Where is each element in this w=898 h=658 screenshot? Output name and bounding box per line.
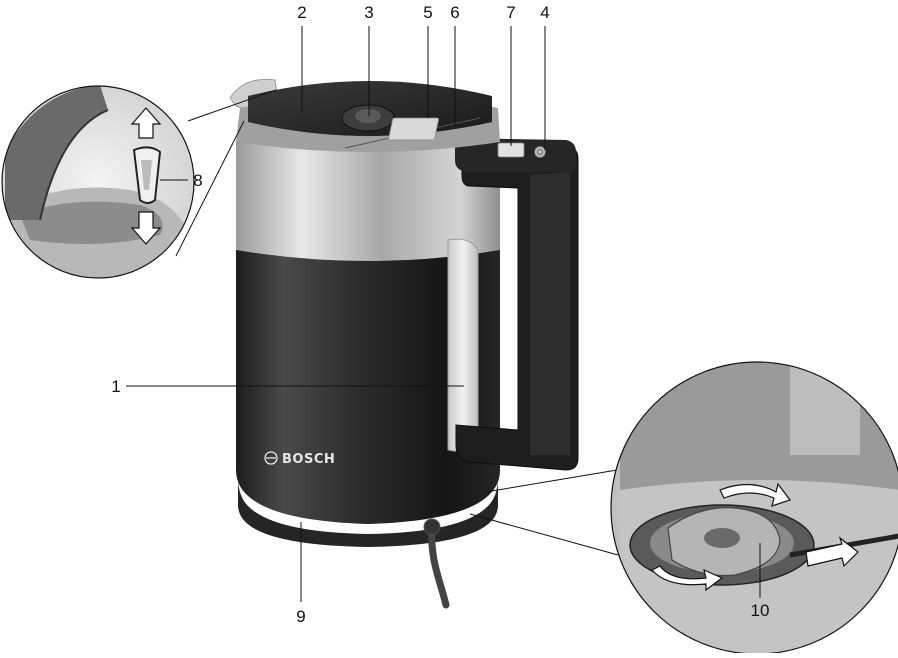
kettle-body bbox=[236, 232, 500, 524]
steel-band bbox=[236, 140, 500, 261]
power-icon bbox=[537, 149, 543, 155]
power-cord bbox=[428, 524, 450, 609]
filter-inner bbox=[141, 160, 152, 190]
arrow-up-icon bbox=[130, 107, 162, 139]
power-button[interactable] bbox=[534, 146, 546, 158]
callout-1: 1 bbox=[111, 377, 120, 396]
callout-leaders bbox=[126, 26, 761, 602]
filter-detail-inset bbox=[1, 85, 277, 279]
callout-9: 9 bbox=[296, 607, 305, 626]
slide-arrow-icon bbox=[805, 536, 859, 568]
inset-right-connector-bottom bbox=[469, 513, 619, 556]
callout-10: 10 bbox=[751, 601, 770, 620]
inset-lid-open bbox=[5, 86, 108, 220]
inset-left-connector-bottom bbox=[175, 120, 245, 257]
callout-2: 2 bbox=[297, 3, 306, 22]
inset-handle-part bbox=[790, 362, 860, 455]
callout-numbers: 2 3 5 6 7 4 1 8 9 10 bbox=[111, 3, 769, 626]
inset-left-connector-top bbox=[187, 89, 277, 122]
inset-lid-edge bbox=[39, 109, 109, 221]
brand-text: BOSCH bbox=[282, 452, 335, 467]
callout-4: 4 bbox=[540, 3, 549, 22]
brand-logo: BOSCH bbox=[264, 451, 335, 467]
callout-8: 8 bbox=[193, 171, 202, 190]
inset-right-connector-top bbox=[485, 469, 618, 493]
cord-grommet bbox=[423, 518, 441, 536]
callout-3: 3 bbox=[364, 3, 373, 22]
rotate-arrow-top-icon bbox=[719, 482, 791, 507]
water-window bbox=[447, 238, 479, 452]
handle-highlight bbox=[530, 172, 570, 455]
inset-left-border bbox=[1, 85, 195, 279]
callout-5: 5 bbox=[423, 3, 432, 22]
lid-button-cap bbox=[355, 109, 381, 123]
kettle: BOSCH bbox=[229, 78, 579, 609]
temperature-indicator bbox=[388, 117, 439, 141]
callout-7: 7 bbox=[506, 3, 515, 22]
rotate-arrow-bottom-icon bbox=[651, 565, 724, 592]
callout-6: 6 bbox=[450, 3, 459, 22]
connector-center bbox=[704, 528, 740, 548]
arrow-down-icon bbox=[130, 211, 162, 245]
inset-kettle-opening bbox=[20, 201, 163, 244]
